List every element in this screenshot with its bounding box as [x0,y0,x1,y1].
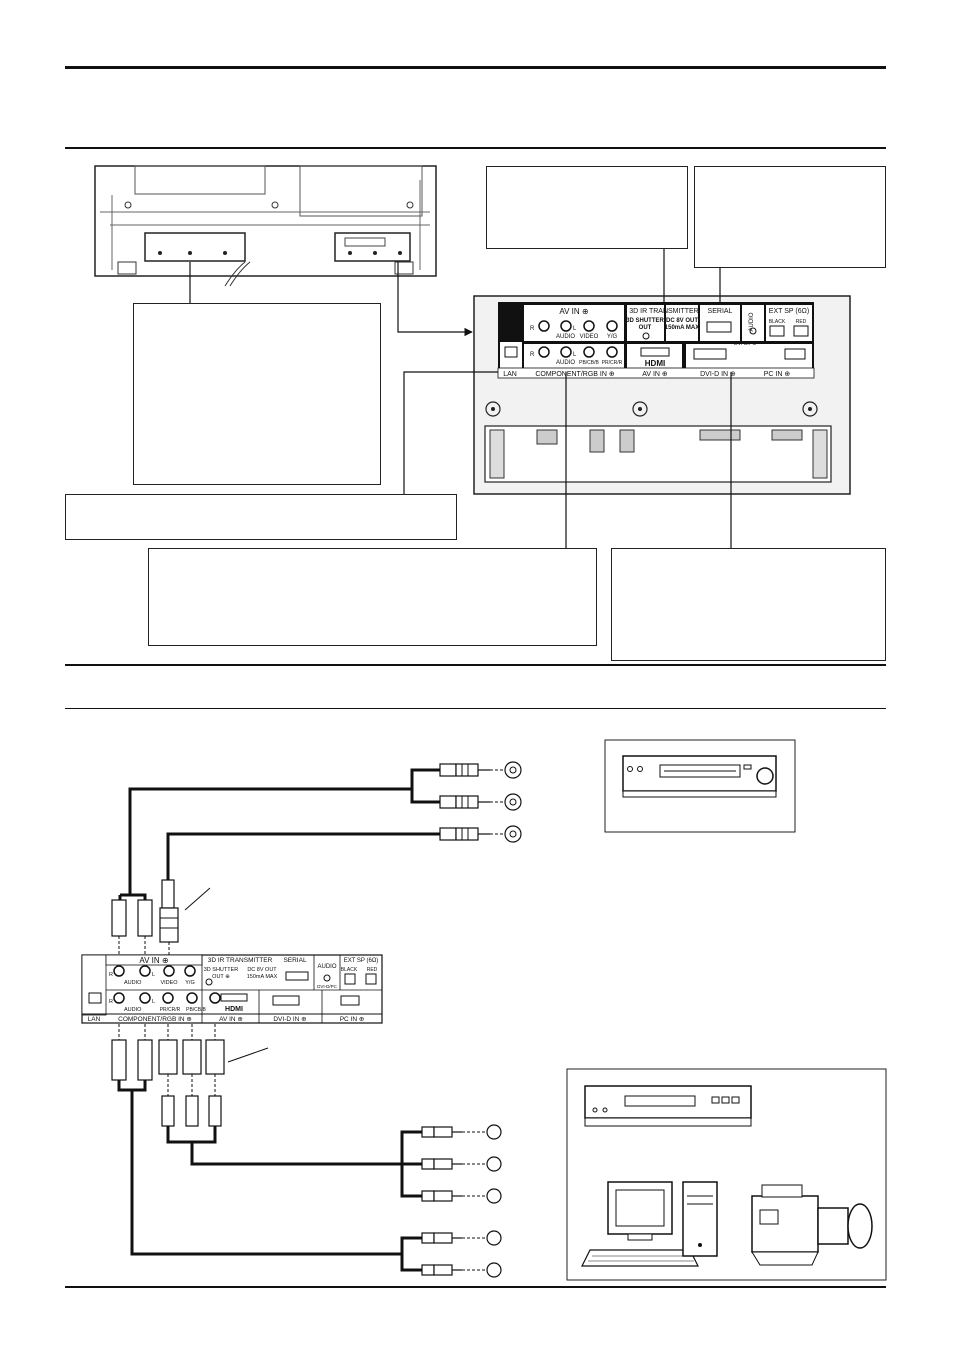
label-red: RED [796,319,807,325]
small-label-l-top: L [152,972,155,978]
small-label-video: VIDEO [160,980,178,986]
source-devices [566,1068,887,1281]
callout-dvi-pc [611,548,886,661]
label-audio-row2: AUDIO [556,360,575,366]
small-label-audio: AUDIO [317,964,336,970]
callout-3d-ir-transmitter [486,166,688,249]
bottom-rule [65,1286,886,1288]
label-pc-in: PC IN ⊕ [764,371,790,378]
small-label-dvi: DVI-D IN ⊕ [273,1016,306,1023]
plug-lower-1 [421,1126,462,1138]
label-r-row1: R [530,326,535,332]
small-label-audio-bottom: AUDIO [124,1007,142,1013]
small-label-pc: PC IN ⊕ [340,1016,365,1023]
small-label-audio-top: AUDIO [124,980,142,986]
label-ir-transmitter: 3D IR TRANSMITTER [629,308,699,315]
plug-lower-2 [421,1158,462,1170]
callout-lan [65,494,457,540]
label-video: VIDEO [580,334,599,340]
label-dvi-d-in: DVI-D IN ⊕ [700,371,736,378]
label-serial: SERIAL [708,308,733,315]
label-r-row2: R [530,352,535,358]
label-audio-vertical: AUDIO [749,312,755,331]
label-audio-row1: AUDIO [556,334,575,340]
callout-rear-terminals [133,303,381,485]
cable-diagram [111,761,522,1278]
label-ext-sp: EXT SP (6Ω) [769,308,809,315]
plug-top-2 [439,795,490,809]
label-av-in-2: AV IN ⊕ [642,371,668,378]
plug-top-3 [439,827,490,841]
small-label-shutter-out: OUT ⊕ [212,974,230,980]
label-dc-max: 150mA MAX [665,325,699,331]
small-label-lan: LAN [88,1016,101,1023]
section2-rule-top [65,664,886,666]
terminal-panel-small: AV IN ⊕ 3D IR TRANSMITTER SERIAL 3D SHUT… [81,954,383,1024]
small-label-l-bottom: L [152,999,155,1005]
label-pr: PR/CR/R [602,360,623,366]
label-shutter-out: OUT [639,325,652,331]
label-3d-shutter: 3D SHUTTER [626,318,664,324]
small-label-ir-transmitter: 3D IR TRANSMITTER [208,957,273,964]
small-label-3d-shutter: 3D SHUTTER [204,967,239,973]
label-component-rgb-in: COMPONENT/RGB IN ⊕ [535,371,614,378]
plug-lower-5 [421,1264,462,1276]
display-rear-view [94,165,437,287]
small-label-component: COMPONENT/RGB IN ⊕ [118,1016,192,1023]
terminal-panel-enlarged: AV IN ⊕ 3D IR TRANSMITTER 3D SHUTTER OUT… [473,295,851,495]
small-label-dc-max: 150mA MAX [247,974,278,980]
small-label-serial: SERIAL [283,957,307,964]
label-hdmi: HDMI [645,359,665,368]
callout-serial [694,166,886,268]
small-label-r-top: R [109,972,113,978]
small-label-yg: Y/G [185,980,194,986]
small-label-red: RED [367,967,378,973]
vcr-device [604,739,796,833]
small-label-av-in: AV IN ⊕ [139,956,168,965]
small-label-dc-out: DC 8V OUT [247,967,277,973]
plug-top-1 [439,763,490,777]
small-label-black: BLACK [341,967,358,973]
plug-lower-3 [421,1190,462,1202]
small-label-r-bottom: R [109,999,113,1005]
label-dc-out: DC 8V OUT [666,318,698,324]
label-black: BLACK [769,319,786,325]
small-label-hdmi: HDMI [225,1006,243,1013]
small-label-pb: PB/CB/B [186,1007,206,1013]
label-lan: LAN [503,371,517,378]
label-yg: Y/G [607,334,618,340]
small-label-av-in-2: AV IN ⊕ [219,1016,243,1023]
label-pb: PB/CB/B [579,360,599,366]
label-l-row2: L [573,352,577,358]
small-label-pr: PR/CR/R [160,1007,181,1013]
plug-lower-4 [421,1232,462,1244]
small-label-ext-sp: EXT SP (6Ω) [344,958,379,964]
small-label-dvipc: DVI-D/PC [317,984,338,989]
top-rule [65,66,886,69]
label-l-row1: L [573,326,577,332]
label-av-in: AV IN ⊕ [559,307,588,316]
label-dvi-pc: DVI-D/PC [734,341,756,347]
section1-rule [65,147,886,149]
callout-component-rgb [148,548,597,646]
section2-rule [65,708,886,709]
